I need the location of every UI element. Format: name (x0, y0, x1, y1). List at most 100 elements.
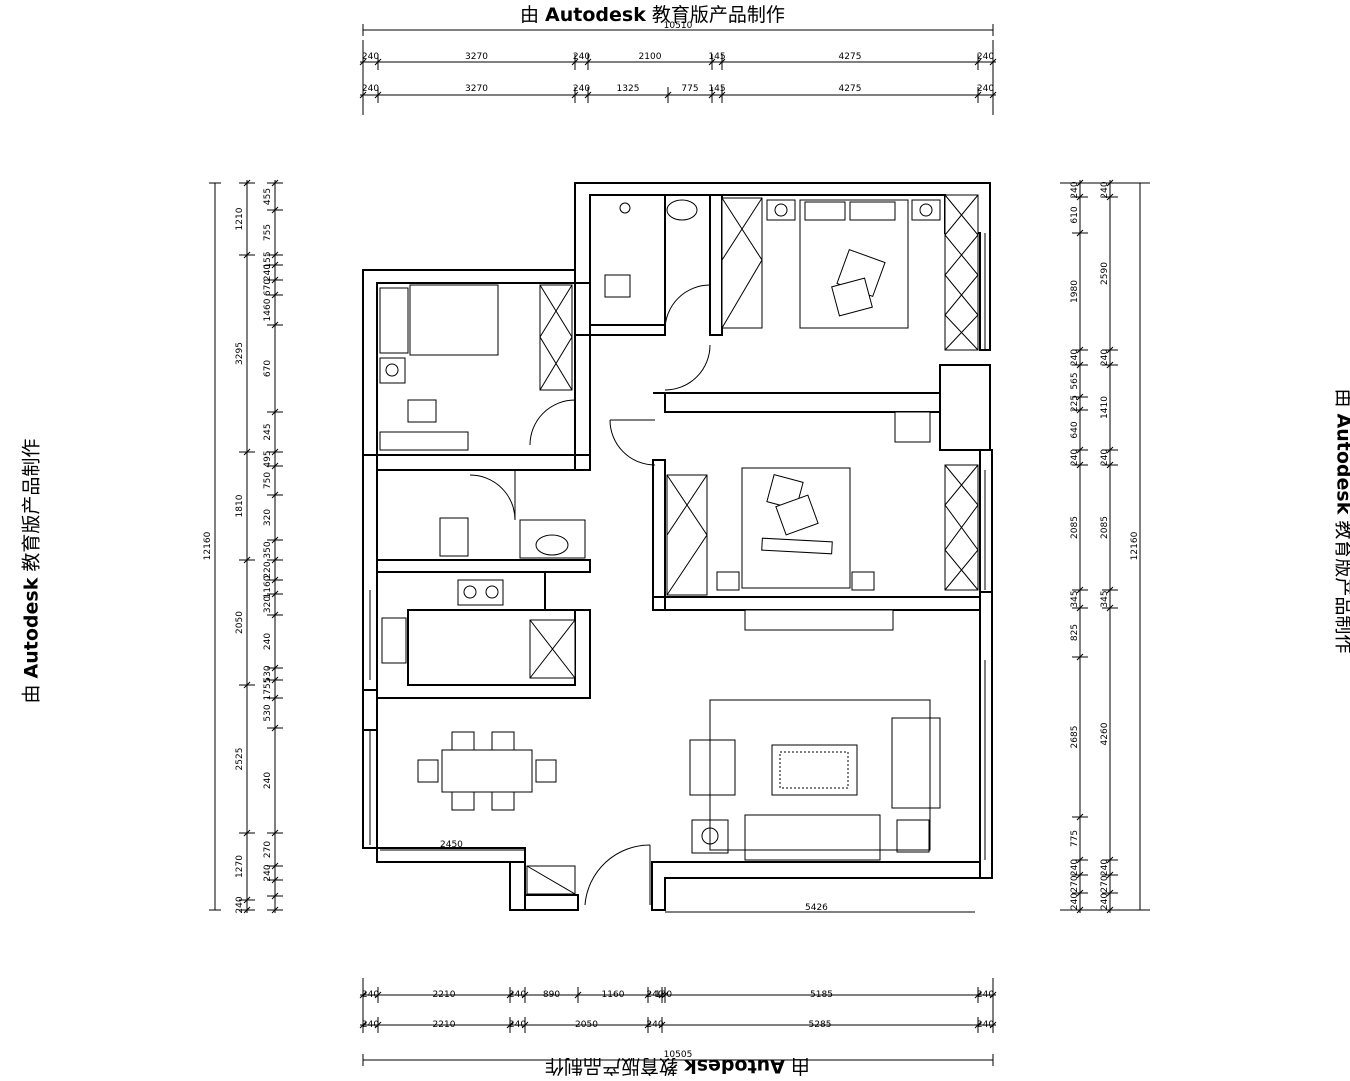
toilet-icon (605, 275, 630, 297)
door-arc-bath1 (665, 285, 710, 330)
dimension-label: 1210 (235, 207, 245, 230)
dimension-label: 345 (1070, 590, 1080, 607)
wardrobe-master (945, 195, 978, 350)
dimension-label: 240 (509, 1020, 526, 1030)
dimension-label: 2590 (1100, 262, 1110, 285)
chair-icon (408, 400, 436, 422)
dimension-label: 2100 (639, 52, 662, 62)
dimension-label: 240 (263, 264, 273, 281)
dimension-label: 1160 (602, 990, 625, 1000)
dimension-label: 1270 (235, 855, 245, 878)
dimension-label: 10505 (664, 1050, 693, 1060)
dimension-label: 240 (1070, 449, 1080, 466)
bedroom3-left-wall (653, 460, 665, 610)
dining-chair (452, 732, 474, 750)
dining-chair (492, 792, 514, 810)
dimension-label: 345 (1100, 590, 1110, 607)
right-lower-wall (980, 592, 992, 878)
dimension-label: 5185 (810, 990, 833, 1000)
sofa-right (892, 718, 940, 808)
sink-icon-2 (536, 535, 568, 555)
dimension-label: 2210 (433, 1020, 456, 1030)
bathroom2-wall (377, 455, 590, 470)
wardrobe-bedroom2 (540, 285, 572, 390)
dimension-label: 240 (1070, 893, 1080, 910)
toilet-icon-2 (440, 518, 468, 556)
dimension-label: 2085 (1100, 516, 1110, 539)
washer-icon (895, 412, 930, 442)
dimension-label: 320 (263, 596, 273, 613)
right-bedroom-wall (980, 450, 992, 592)
master-pillow-b (850, 202, 895, 220)
dimension-label: 350 (263, 541, 273, 558)
dimension-label: 750 (263, 472, 273, 489)
armchair-left (690, 740, 735, 795)
nightstand-bedroom2 (380, 358, 405, 383)
plan-dim-lines (380, 850, 975, 912)
bedroom3-bottom-wall (653, 597, 980, 610)
dining-chair (418, 760, 438, 782)
dimension-label: 2085 (1070, 516, 1080, 539)
dimension-label: 240 (235, 896, 245, 913)
living-width-label: 5426 (805, 903, 828, 913)
bottom-wall-a (510, 862, 525, 910)
dimension-label: 495 (263, 450, 273, 467)
dimension-label: 240 (573, 84, 590, 94)
door-arc-bath1b (665, 345, 710, 390)
master-pillow-a (805, 202, 845, 220)
dimension-label: 145 (708, 84, 725, 94)
wardrobe-master-2 (722, 198, 762, 328)
dimension-label: 1755 (263, 678, 273, 701)
dimension-label: 240 (1100, 859, 1110, 876)
floor-drain-icon (620, 203, 630, 213)
dimension-label: 890 (543, 990, 560, 1000)
dimension-label: 670 (263, 360, 273, 377)
dimension-label: 4260 (1100, 722, 1110, 745)
master-nightstand-l (767, 200, 795, 220)
dimension-label: 225 (1070, 395, 1080, 412)
stove-icon (458, 580, 503, 605)
right-mid-wall (940, 365, 990, 450)
bottom-wall-b (525, 895, 578, 910)
dimension-label: 1325 (617, 84, 640, 94)
kitchen-sink-icon (382, 618, 406, 663)
dimension-label: 240 (573, 52, 590, 62)
bathtub-icon (380, 288, 408, 353)
dimension-label: 240 (263, 633, 273, 650)
dimension-label: 270 (1100, 875, 1110, 892)
dining-width-label: 2450 (440, 840, 463, 850)
dimension-label: 3270 (465, 84, 488, 94)
dimension-label: 240 (1070, 349, 1080, 366)
sink-icon (667, 200, 697, 220)
dimension-label: 240 (263, 864, 273, 881)
bathroom2-bottom-wall (377, 560, 590, 572)
desk-bedroom2 (380, 432, 468, 450)
dimension-label: 240 (1070, 859, 1080, 876)
nightstand-bedroom3-r (852, 572, 874, 590)
master-nightstand-r (912, 200, 940, 220)
nightstand-bedroom3-l (717, 572, 739, 590)
dimension-label: 2050 (575, 1020, 598, 1030)
dimension-label: 240 (362, 990, 379, 1000)
dimension-label: 610 (1070, 206, 1080, 223)
dining-chair (452, 792, 474, 810)
bed-bedroom2 (410, 285, 498, 355)
dimension-label: 455 (263, 188, 273, 205)
dining-chair (536, 760, 556, 782)
left-lower-wall (363, 690, 377, 730)
dimension-label: 2210 (433, 990, 456, 1000)
dimension-label: 12160 (1130, 531, 1140, 560)
tv-cabinet (745, 610, 893, 630)
furniture (380, 195, 978, 894)
dimension-label: 3295 (235, 342, 245, 365)
dimension-label: 2685 (1070, 726, 1080, 749)
dimension-label: 12160 (203, 531, 213, 560)
dimension-label: 825 (1070, 624, 1080, 641)
dimension-label: 240 (362, 84, 379, 94)
dimension-label: 240 (977, 990, 994, 1000)
dimension-label: 10510 (664, 21, 693, 31)
door-arc-bath2 (470, 475, 515, 520)
dimension-label: 270 (263, 841, 273, 858)
dimension-label: 240 (977, 52, 994, 62)
